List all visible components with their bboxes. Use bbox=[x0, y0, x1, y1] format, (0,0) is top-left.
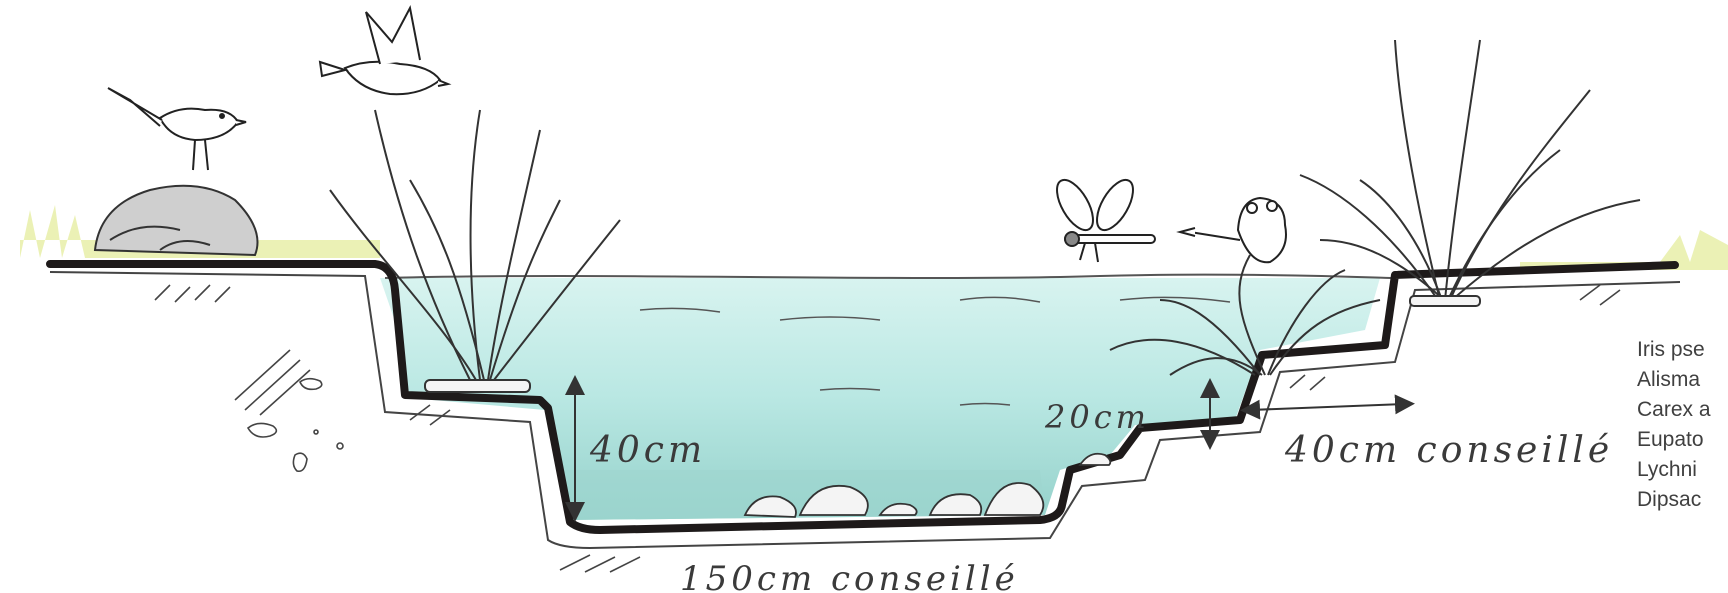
plant-species-list: Iris pse Alisma Carex a Eupato Lychni Di… bbox=[1637, 335, 1728, 515]
plant-list-item: Carex a bbox=[1637, 395, 1728, 425]
planting-basket-left bbox=[425, 380, 530, 392]
planting-basket-right bbox=[1410, 296, 1480, 306]
depth-label-deep: 40cm bbox=[589, 430, 706, 471]
rock bbox=[95, 186, 258, 255]
width-label-bottom: 150cm conseillé bbox=[680, 559, 1019, 593]
water-surface-line bbox=[385, 275, 1395, 278]
plant-list-item: Eupato bbox=[1637, 425, 1728, 455]
depth-label-shelf: 20cm bbox=[1044, 398, 1150, 436]
plant-list-item: Alisma bbox=[1637, 365, 1728, 395]
plant-list-item: Dipsac bbox=[1637, 485, 1728, 515]
width-label-shelf: 40cm conseillé bbox=[1284, 430, 1613, 471]
bird-on-rock-icon bbox=[108, 88, 246, 170]
dragonfly-icon bbox=[1050, 174, 1155, 262]
flying-bird-icon bbox=[320, 8, 448, 94]
plant-list-item: Iris pse bbox=[1637, 335, 1728, 365]
soil-pebbles bbox=[248, 379, 343, 472]
width-arrow-shelf bbox=[1250, 404, 1405, 410]
reed-plant-right-icon bbox=[1300, 40, 1640, 300]
plant-list-item: Lychni bbox=[1637, 455, 1728, 485]
frog-icon bbox=[1180, 198, 1286, 262]
